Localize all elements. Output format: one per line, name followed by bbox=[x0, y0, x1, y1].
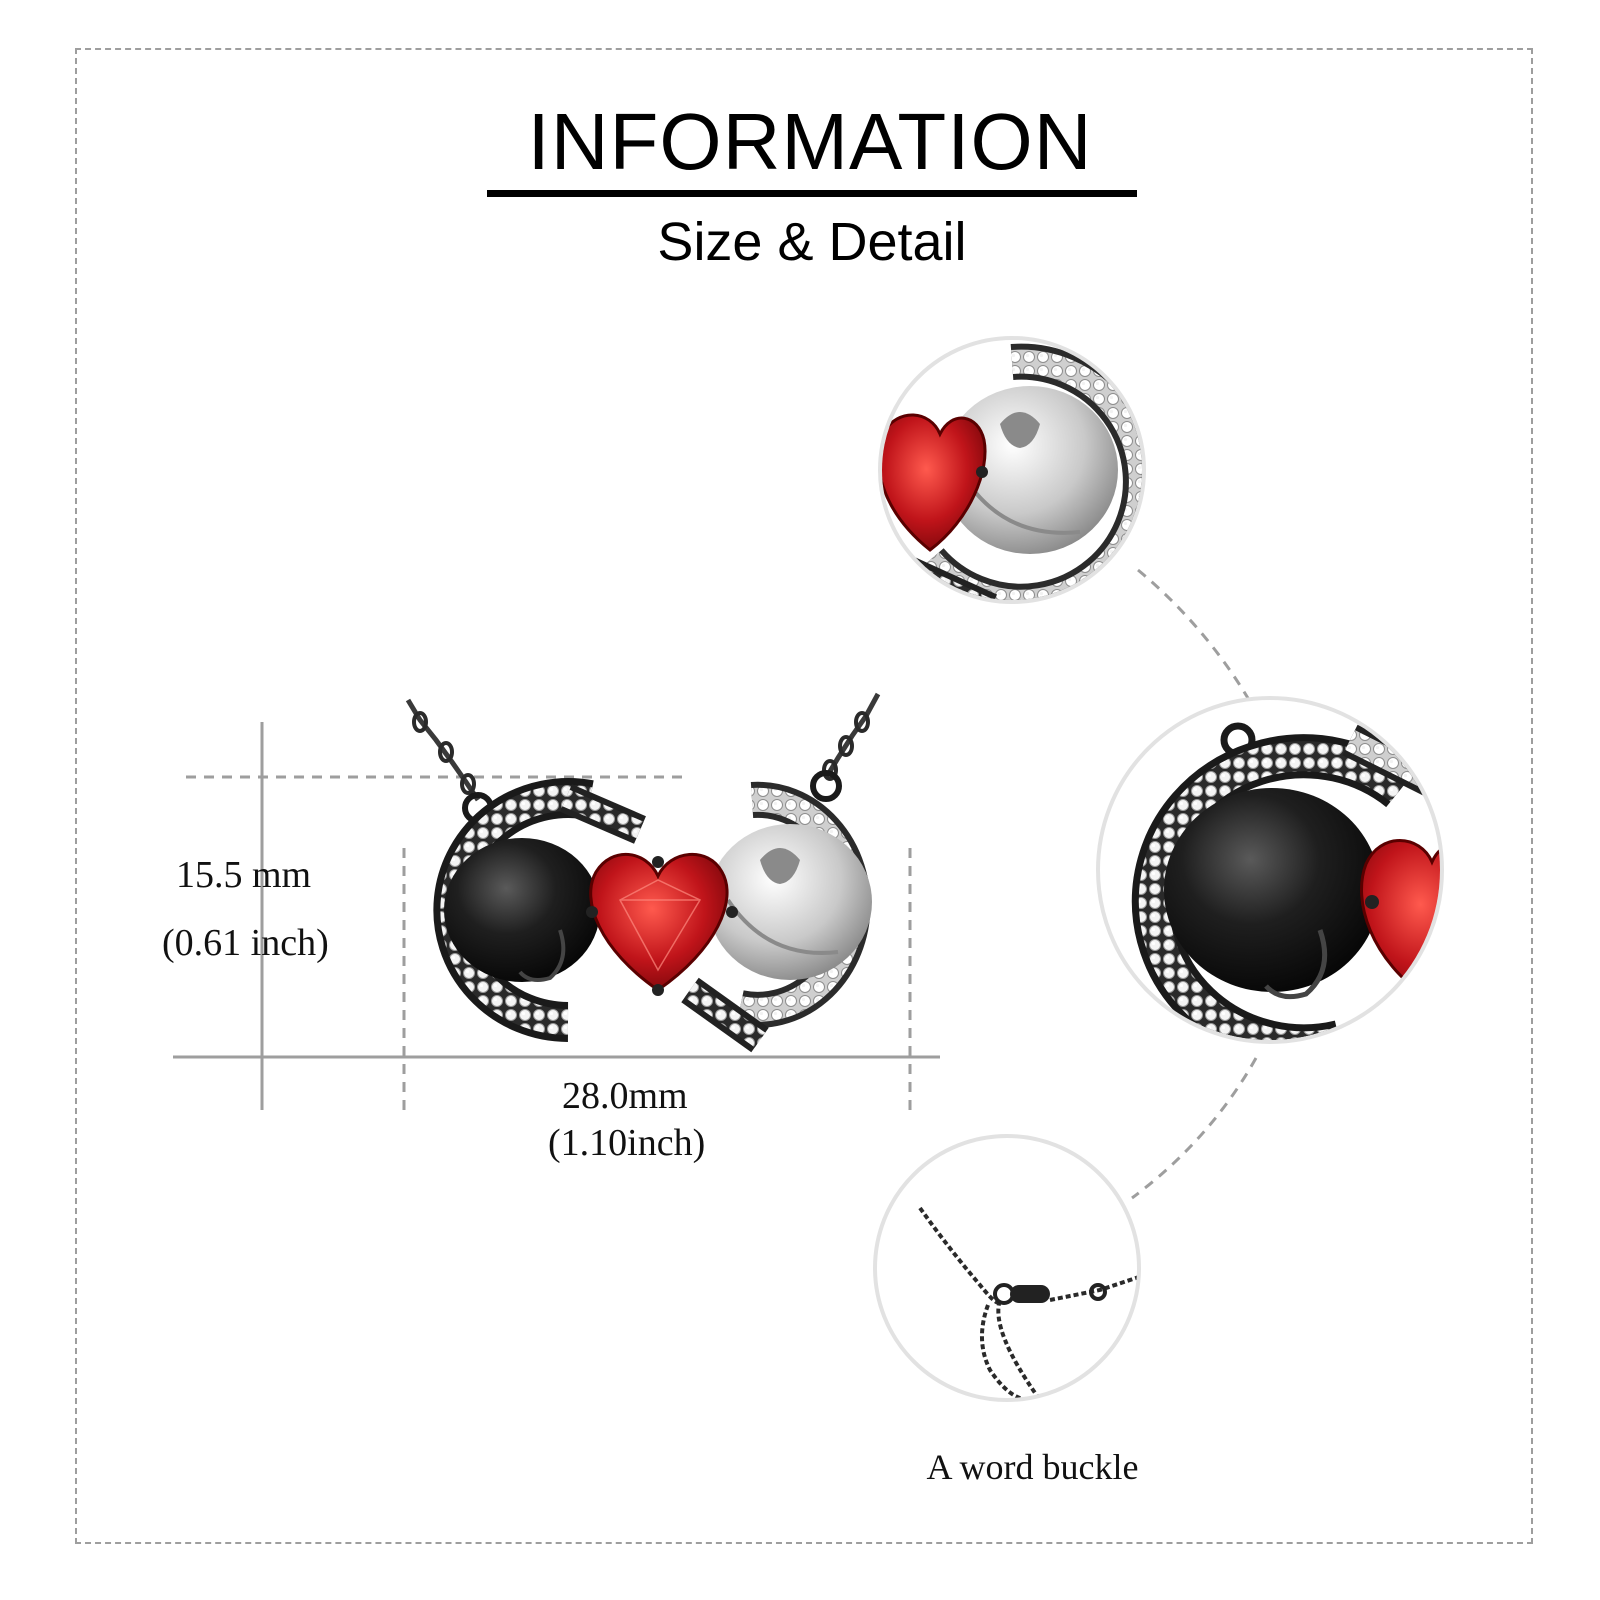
width-inch-label: (1.10inch) bbox=[548, 1122, 706, 1164]
page-subtitle: Size & Detail bbox=[657, 212, 967, 272]
connector-bottom bbox=[1131, 1057, 1258, 1200]
product-pendant-image bbox=[405, 692, 881, 1053]
title-underline bbox=[487, 190, 1137, 197]
dimension-guides bbox=[173, 722, 940, 1110]
clasp-caption: A word buckle bbox=[926, 1447, 1139, 1487]
zoom-detail-silver-skull bbox=[878, 336, 1146, 604]
necklace-chain bbox=[405, 692, 881, 802]
page-title: INFORMATION bbox=[527, 97, 1093, 186]
height-mm-label: 15.5 mm bbox=[176, 854, 312, 896]
width-mm-label: 28.0mm bbox=[562, 1075, 688, 1117]
lobster-clasp-icon bbox=[1010, 1285, 1050, 1303]
connector-top bbox=[1137, 568, 1258, 713]
zoom-detail-clasp bbox=[873, 1134, 1141, 1402]
zoom-connectors bbox=[1131, 568, 1258, 1200]
zoom-detail-black-skull bbox=[1096, 696, 1444, 1044]
height-inch-label: (0.61 inch) bbox=[162, 922, 329, 964]
dashed-frame bbox=[75, 48, 1533, 1544]
